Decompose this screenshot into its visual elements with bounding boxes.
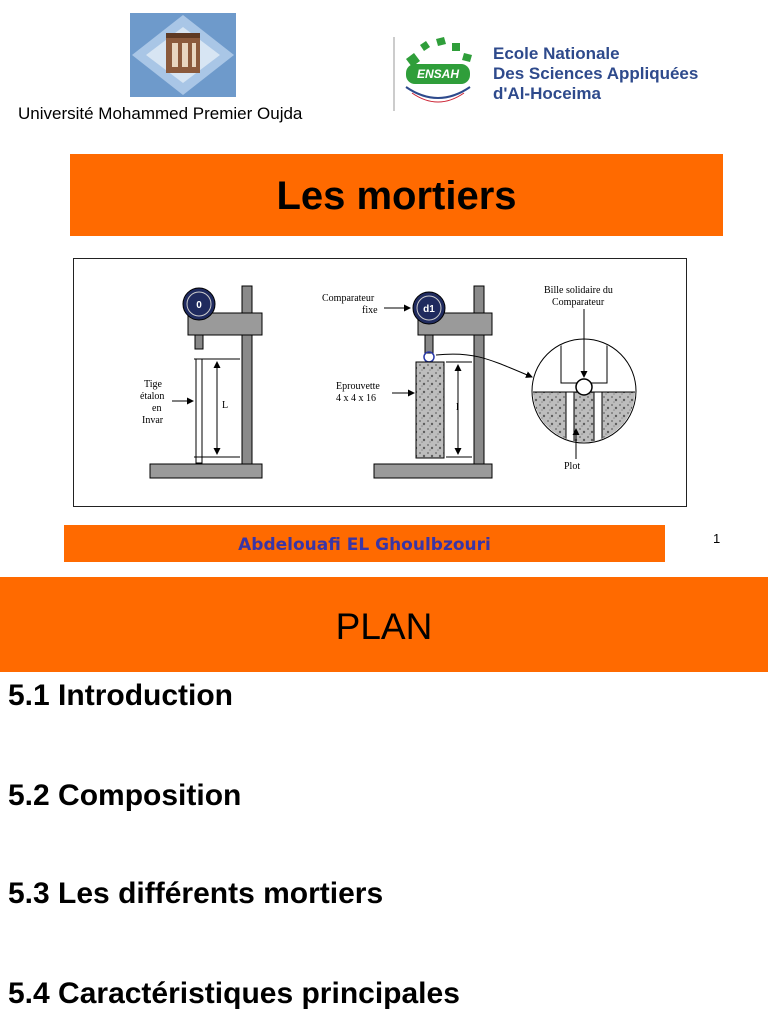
left-apparatus: 0 L Tige étalon en Invar xyxy=(140,285,263,479)
label-tige-line: Tige xyxy=(144,379,163,390)
ensah-logo: ENSAH xyxy=(392,35,490,113)
label-tige-line: Invar xyxy=(142,415,164,426)
plan-item: 5.1 Introduction xyxy=(8,679,233,712)
plan-band: PLAN xyxy=(0,577,768,672)
title-band: Les mortiers xyxy=(70,154,723,236)
label-eprouvette-line: 4 x 4 x 16 xyxy=(336,393,376,404)
label-tige-line: en xyxy=(152,403,161,414)
author-name: Abdelouafi EL Ghoulbzouri xyxy=(238,535,491,555)
ensah-logo-text: ENSAH xyxy=(417,67,459,81)
label-comparateur-line: fixe xyxy=(362,305,378,316)
school-name-line: d'Al-Hoceima xyxy=(493,84,601,103)
label-eprouvette-line: Eprouvette xyxy=(336,381,380,392)
label-comparateur-line: Comparateur xyxy=(322,293,375,304)
university-logo xyxy=(130,13,236,97)
school-name-line: Des Sciences Appliquées xyxy=(493,64,699,83)
gauge-left-value: 0 xyxy=(196,300,202,311)
label-bille-line: Bille solidaire du xyxy=(544,285,613,296)
plan-item: 5.4 Caractéristiques principales xyxy=(8,977,460,1010)
right-apparatus: d1 l Comparateur fixe Eprouvette 4 x 4 x… xyxy=(322,285,533,479)
school-name: Ecole Nationale Des Sciences Appliquées … xyxy=(493,44,698,104)
label-plot: Plot xyxy=(564,461,580,472)
university-name: Université Mohammed Premier Oujda xyxy=(18,104,303,123)
label-L: L xyxy=(222,400,228,411)
shrinkage-test-figure: 0 L Tige étalon en Invar d1 xyxy=(73,258,687,507)
label-bille-line: Comparateur xyxy=(552,297,605,308)
plan-item: 5.2 Composition xyxy=(8,779,242,812)
plan-item: 5.3 Les différents mortiers xyxy=(8,877,384,910)
gauge-right-value: d1 xyxy=(423,304,435,315)
page-title: Les mortiers xyxy=(276,174,517,218)
label-l: l xyxy=(456,402,459,413)
author-band: Abdelouafi EL Ghoulbzouri xyxy=(64,525,665,562)
label-tige-line: étalon xyxy=(140,391,164,402)
detail-circle: Bille solidaire du Comparateur Plot xyxy=(531,285,637,472)
school-name-line: Ecole Nationale xyxy=(493,44,620,63)
plan-heading: PLAN xyxy=(335,606,433,647)
page-number: 1 xyxy=(713,531,721,546)
